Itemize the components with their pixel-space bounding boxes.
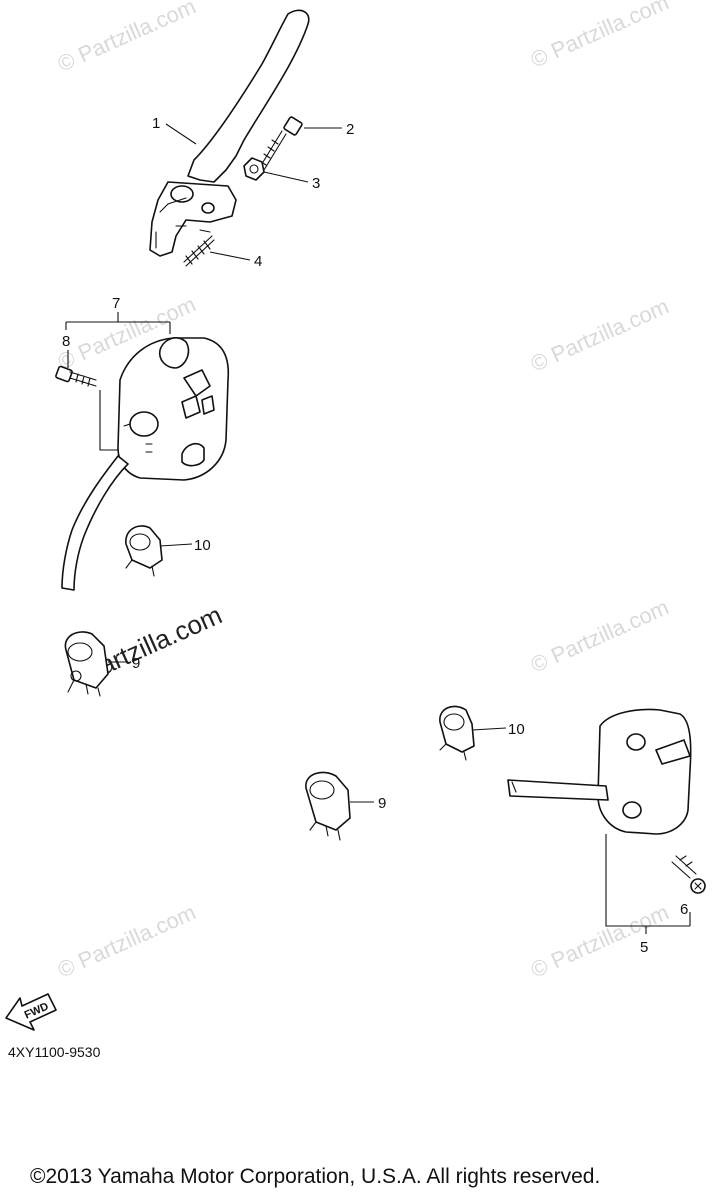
screw-6: [671, 855, 706, 894]
watermark: © Partzilla.com: [527, 293, 673, 376]
callout-1: 1: [152, 115, 160, 132]
clamp-9-left: [64, 631, 109, 697]
clamp-9-center: [305, 771, 351, 841]
left-handlebar-switch: [61, 337, 230, 591]
callout-2: 2: [346, 121, 354, 138]
callout-5: 5: [640, 939, 648, 956]
spring-4: [175, 225, 215, 267]
watermark: © Partzilla.com: [527, 0, 673, 73]
clamp-10-right: [439, 705, 475, 761]
watermark: © Partzilla.com: [527, 899, 673, 982]
callout-9-center: 9: [378, 795, 386, 812]
watermark: © Partzilla.com: [54, 0, 200, 77]
callout-numbers: 1 2 3 4 7 8 10 9 10 9 6 5: [62, 115, 688, 956]
callout-3: 3: [312, 175, 320, 192]
callout-10-upper: 10: [194, 537, 211, 554]
right-handlebar-switch: [507, 708, 692, 835]
callout-8: 8: [62, 333, 70, 350]
diagram-code: 4XY1100-9530: [8, 1044, 101, 1060]
watermark: © Partzilla.com: [54, 899, 200, 982]
callout-9-left: 9: [132, 655, 140, 672]
screw-8: [55, 365, 97, 387]
callout-10-right: 10: [508, 721, 525, 738]
clutch-lever: [149, 9, 310, 257]
leader-lines: [65, 123, 691, 934]
copyright-notice: ©2013 Yamaha Motor Corporation, U.S.A. A…: [30, 1165, 601, 1188]
callout-7: 7: [112, 295, 120, 312]
bolt-2: [259, 116, 303, 171]
nut-3: [243, 157, 265, 181]
fwd-arrow-icon: FWD: [5, 993, 57, 1031]
watermark-layer: © Partzilla.com © Partzilla.com © Partzi…: [54, 0, 673, 983]
watermark: © Partzilla.com: [527, 594, 673, 677]
callout-6: 6: [680, 901, 688, 918]
callout-4: 4: [254, 253, 262, 270]
clamp-10-upper: [125, 525, 163, 577]
